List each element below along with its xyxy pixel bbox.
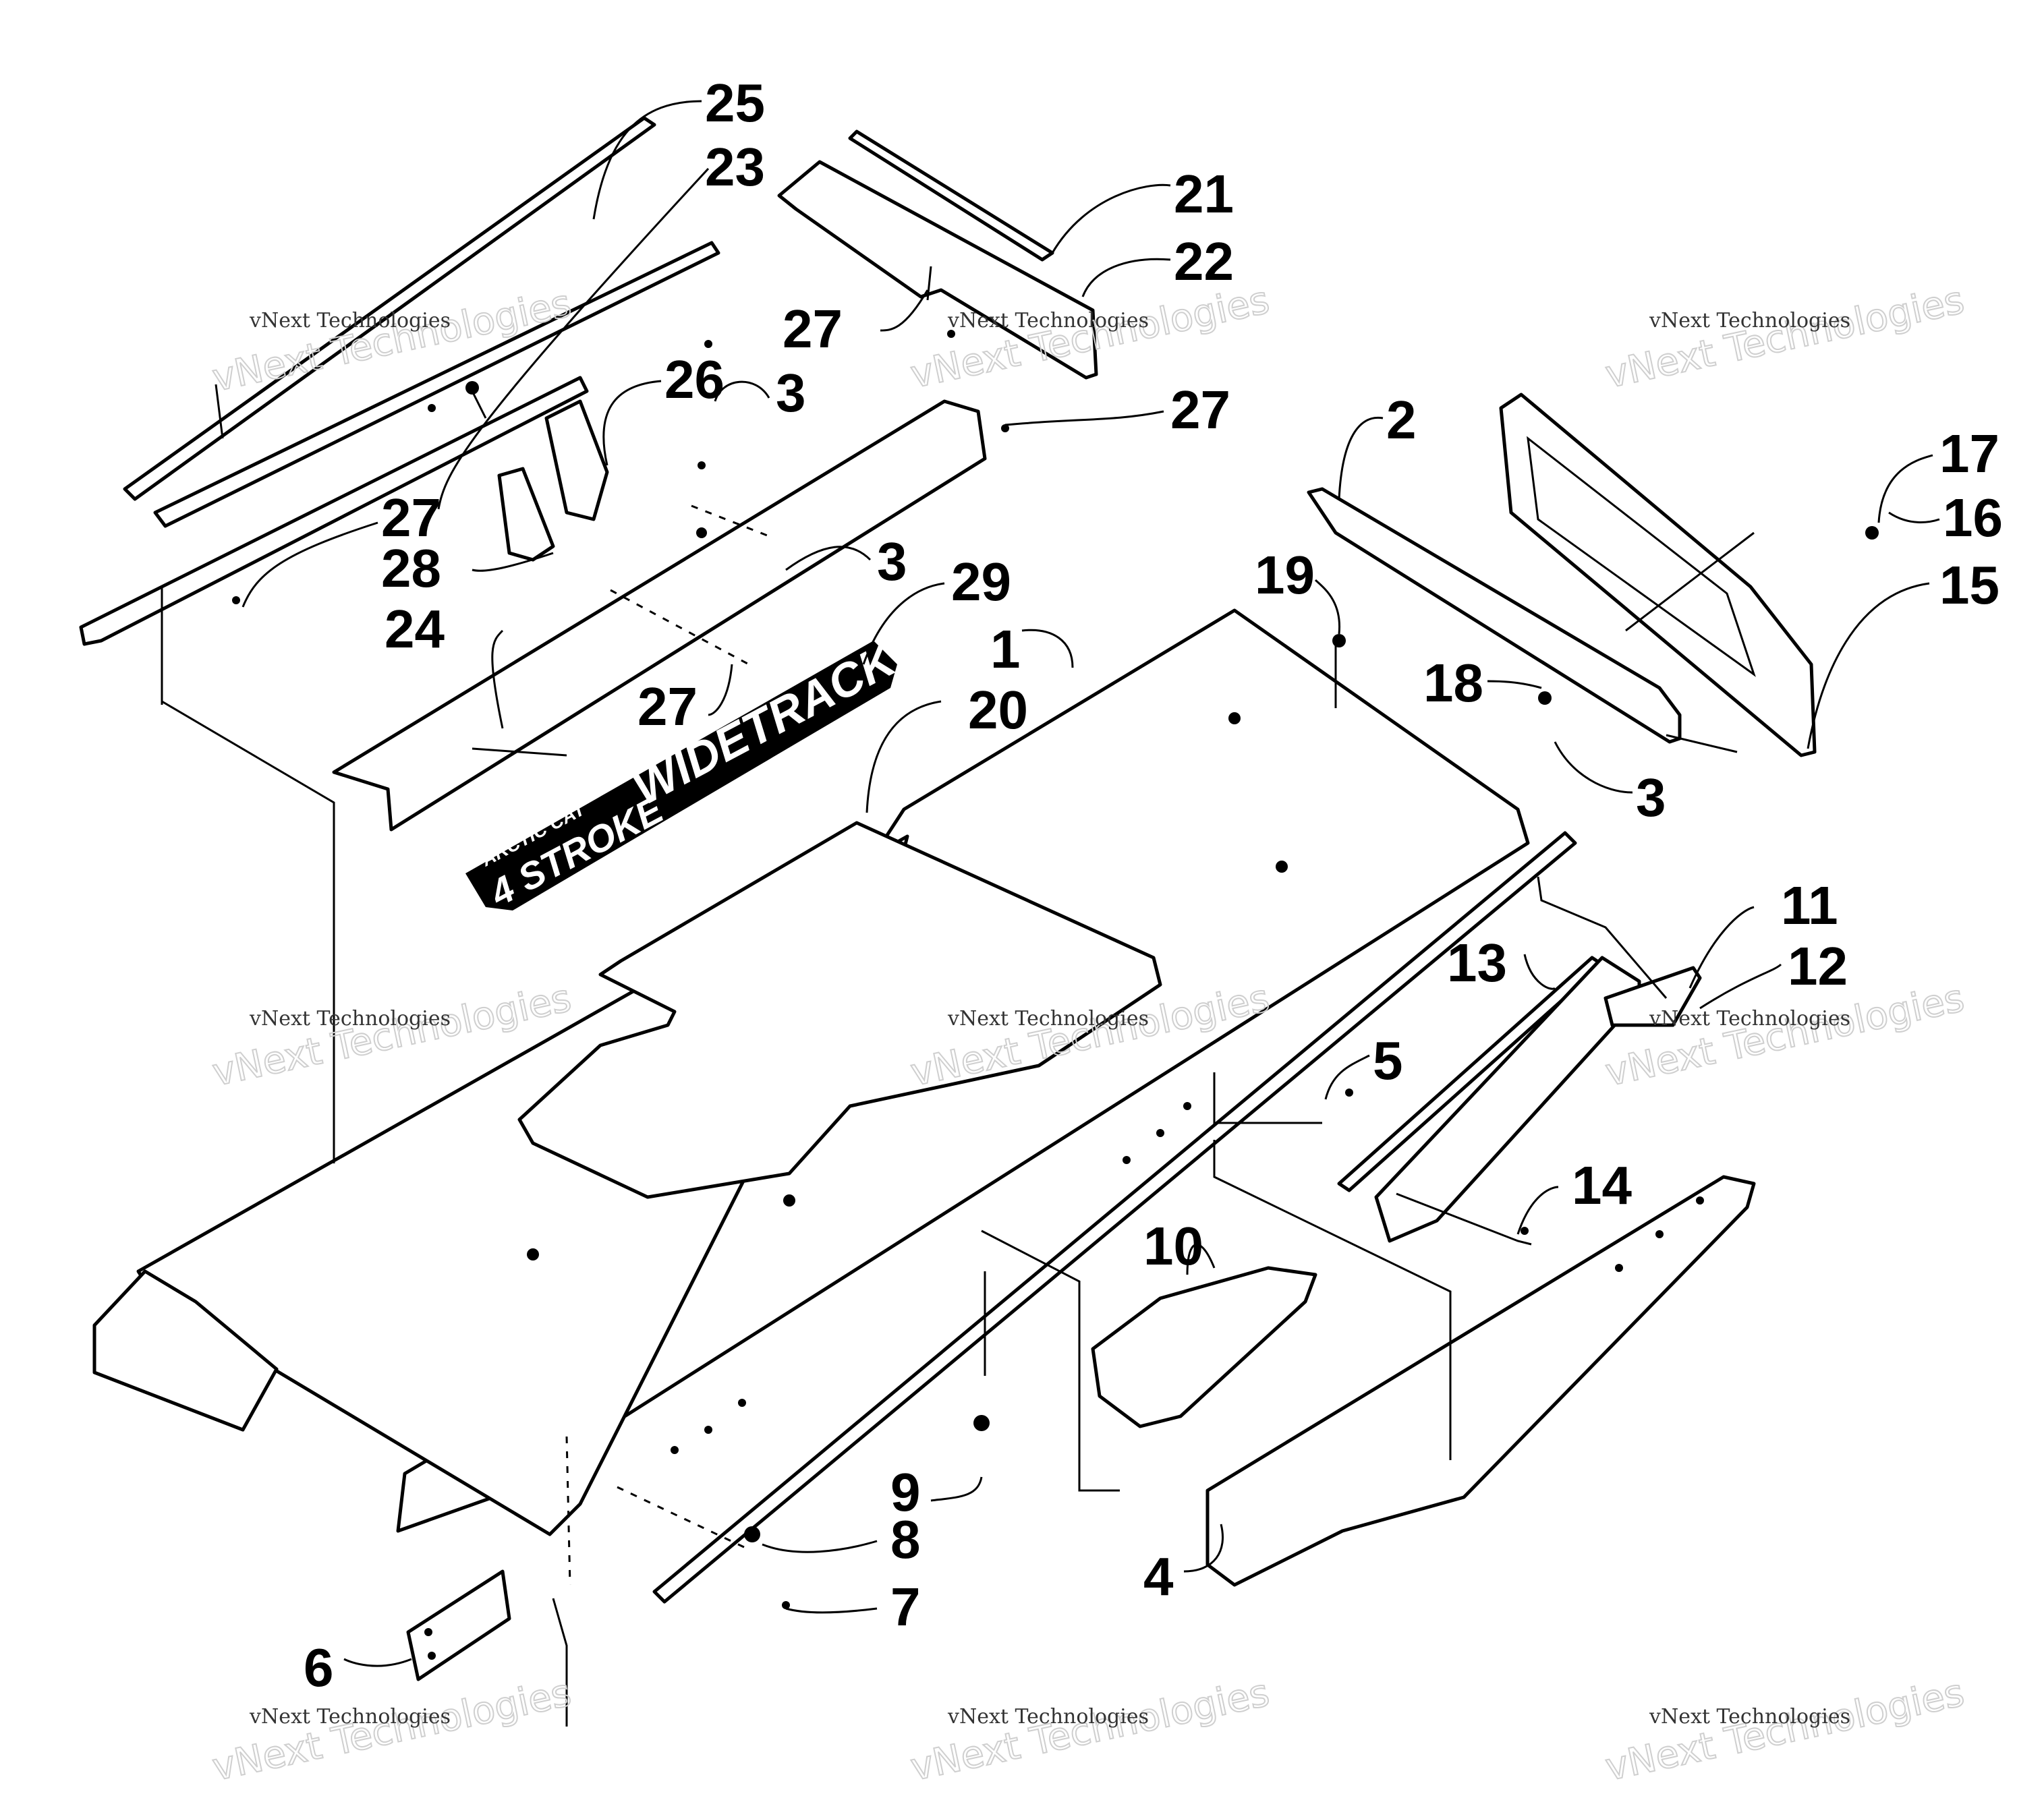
svg-text:vNext Technologies: vNext Technologies xyxy=(1649,1007,1850,1031)
callout-11: 11 xyxy=(1781,875,1838,935)
part-15-flap xyxy=(1499,393,1817,757)
callout-10: 10 xyxy=(1143,1216,1203,1276)
callout-21: 21 xyxy=(1174,164,1234,224)
svg-text:vNext Technologies: vNext Technologies xyxy=(208,1671,575,1790)
leader-lines xyxy=(242,100,1940,1667)
callout-28: 28 xyxy=(381,538,441,598)
callout-16: 16 xyxy=(1943,488,2003,548)
svg-text:vNext Technologies: vNext Technologies xyxy=(249,1007,451,1031)
callout-29: 29 xyxy=(951,552,1011,612)
callout-8: 8 xyxy=(890,1509,921,1569)
watermark: vNext Technologies vNext Technologies xyxy=(906,1671,1274,1791)
callout-6: 6 xyxy=(304,1638,334,1698)
svg-text:vNext Technologies: vNext Technologies xyxy=(249,1705,451,1729)
callout-27b: 27 xyxy=(1170,380,1230,440)
watermark: vNext Technologies vNext Technologies xyxy=(1601,278,1968,398)
callout-23: 23 xyxy=(705,137,765,197)
part-4-rail xyxy=(1205,1175,1756,1587)
part-21-strip xyxy=(848,129,1054,262)
watermark: vNext Technologies vNext Technologies xyxy=(208,1671,575,1791)
part-28-bracket xyxy=(497,467,555,562)
guide-lines xyxy=(161,266,1755,1727)
callout-3a: 3 xyxy=(776,363,806,423)
callout-24: 24 xyxy=(385,599,445,659)
svg-text:vNext Technologies: vNext Technologies xyxy=(947,309,1149,332)
tunnel-rail xyxy=(652,831,1577,1604)
callout-20: 20 xyxy=(968,680,1028,740)
callout-labels: 1 2 3 3 3 4 5 6 7 8 9 10 11 12 13 14 15 … xyxy=(304,73,2003,1698)
part-6-plate xyxy=(406,1569,511,1681)
callout-4: 4 xyxy=(1143,1546,1174,1606)
callout-12: 12 xyxy=(1788,936,1848,996)
callout-5: 5 xyxy=(1373,1031,1403,1091)
part-2-bracket xyxy=(1307,487,1682,744)
callout-25: 25 xyxy=(705,73,765,133)
part-20-mat xyxy=(517,821,1162,1199)
callout-27a: 27 xyxy=(783,299,843,359)
svg-text:vNext Technologies: vNext Technologies xyxy=(1601,1671,1968,1790)
callout-3b: 3 xyxy=(877,531,907,591)
svg-text:vNext Technologies: vNext Technologies xyxy=(1601,279,1968,397)
watermark: vNext Technologies vNext Technologies xyxy=(1601,1671,1968,1791)
svg-text:vNext Technologies: vNext Technologies xyxy=(947,1705,1149,1729)
part-26-bracket xyxy=(544,399,609,521)
part-11-plate xyxy=(1603,966,1702,1027)
svg-text:vNext Technologies: vNext Technologies xyxy=(1649,309,1850,332)
part-25-strip xyxy=(123,116,656,501)
callout-2: 2 xyxy=(1386,390,1417,450)
svg-text:vNext Technologies: vNext Technologies xyxy=(947,1007,1149,1031)
part-24-angle xyxy=(332,399,987,832)
svg-text:vNext Technologies: vNext Technologies xyxy=(907,1671,1273,1790)
svg-text:vNext Technologies: vNext Technologies xyxy=(249,309,451,332)
part-22-plate xyxy=(777,160,1098,380)
fasteners xyxy=(232,330,1879,1609)
callout-22: 22 xyxy=(1174,231,1234,291)
watermarks: vNext Technologies vNext Technologies vN… xyxy=(208,278,1968,1791)
svg-text:vNext Technologies: vNext Technologies xyxy=(1649,1705,1850,1729)
callout-26: 26 xyxy=(664,349,725,409)
callout-14: 14 xyxy=(1572,1155,1632,1215)
callout-27c: 27 xyxy=(381,488,441,548)
callout-15: 15 xyxy=(1939,555,1999,615)
callout-13: 13 xyxy=(1447,933,1507,993)
callout-19: 19 xyxy=(1255,545,1315,605)
callout-1: 1 xyxy=(990,619,1021,679)
callout-17: 17 xyxy=(1939,424,1999,484)
callout-27d: 27 xyxy=(637,676,698,736)
part-27-bracket-left xyxy=(79,376,589,646)
callout-3c: 3 xyxy=(1636,767,1666,828)
callout-9: 9 xyxy=(890,1462,921,1522)
callout-18: 18 xyxy=(1423,653,1483,713)
part-10-step xyxy=(1091,1266,1317,1428)
callout-7: 7 xyxy=(890,1577,921,1637)
